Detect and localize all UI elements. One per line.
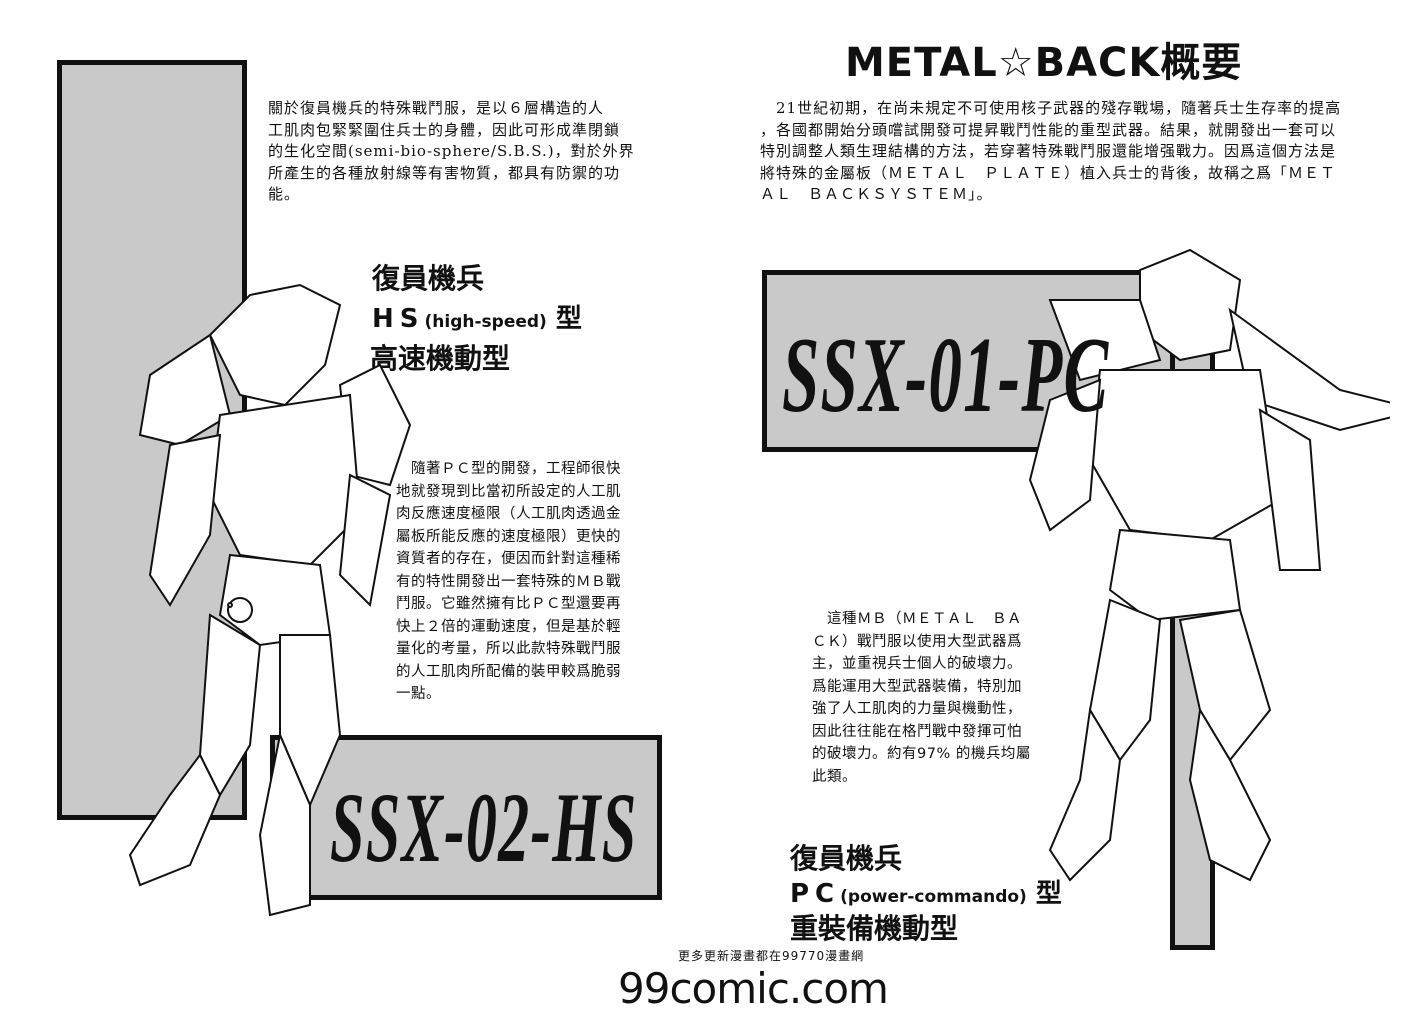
- hs-robot-illustration: [128, 283, 412, 917]
- right-heading-1: 復員機兵: [790, 842, 903, 875]
- left-heading-2: HS(high-speed) 型: [372, 302, 582, 339]
- right-body-text: 這種ＭＢ（ＭＥＴＡＬ ＢＡ ＣＫ）戰鬥服以使用大型武器爲 主，並重視兵士個人的破…: [812, 611, 1031, 785]
- watermark-logo: 99comic.com: [618, 964, 889, 1013]
- left-body-text: 隨著ＰＣ型的開發，工程師很快 地就發現到比當初所設定的人工肌 肉反應速度極限（人…: [396, 461, 621, 702]
- hs-type: 型: [555, 304, 582, 334]
- left-intro-text: 關於復員機兵的特殊戰鬥服，是以６層構造的人 工肌肉包緊緊圍住兵士的身體，因此可形…: [268, 99, 635, 203]
- right-heading-3: 重裝備機動型: [790, 912, 959, 945]
- left-heading-1: 復員機兵: [372, 262, 485, 295]
- right-heading-2: PC(power-commando) 型: [790, 877, 1062, 914]
- pc-code: PC: [790, 879, 841, 909]
- hs-code: HS: [372, 304, 425, 334]
- right-intro-text: 21世紀初期，在尚未規定不可使用核子武器的殘存戰場，隨著兵士生存率的提高 ，各國…: [760, 99, 1342, 203]
- left-model-panel: [270, 735, 662, 900]
- page-title: METAL☆BACK概要: [845, 40, 1243, 86]
- left-model-name: SSX-02-HS: [330, 772, 638, 883]
- pc-type: 型: [1035, 879, 1062, 909]
- pc-sub: (power-commando): [840, 887, 1027, 907]
- pc-robot-illustration: [1028, 248, 1390, 882]
- right-model-name: SSX-01-PC: [782, 316, 1110, 435]
- left-heading-3: 高速機動型: [370, 342, 511, 375]
- hs-sub: (high-speed): [424, 312, 547, 332]
- watermark-tagline: 更多更新漫畫都在99770漫畫網: [678, 949, 865, 963]
